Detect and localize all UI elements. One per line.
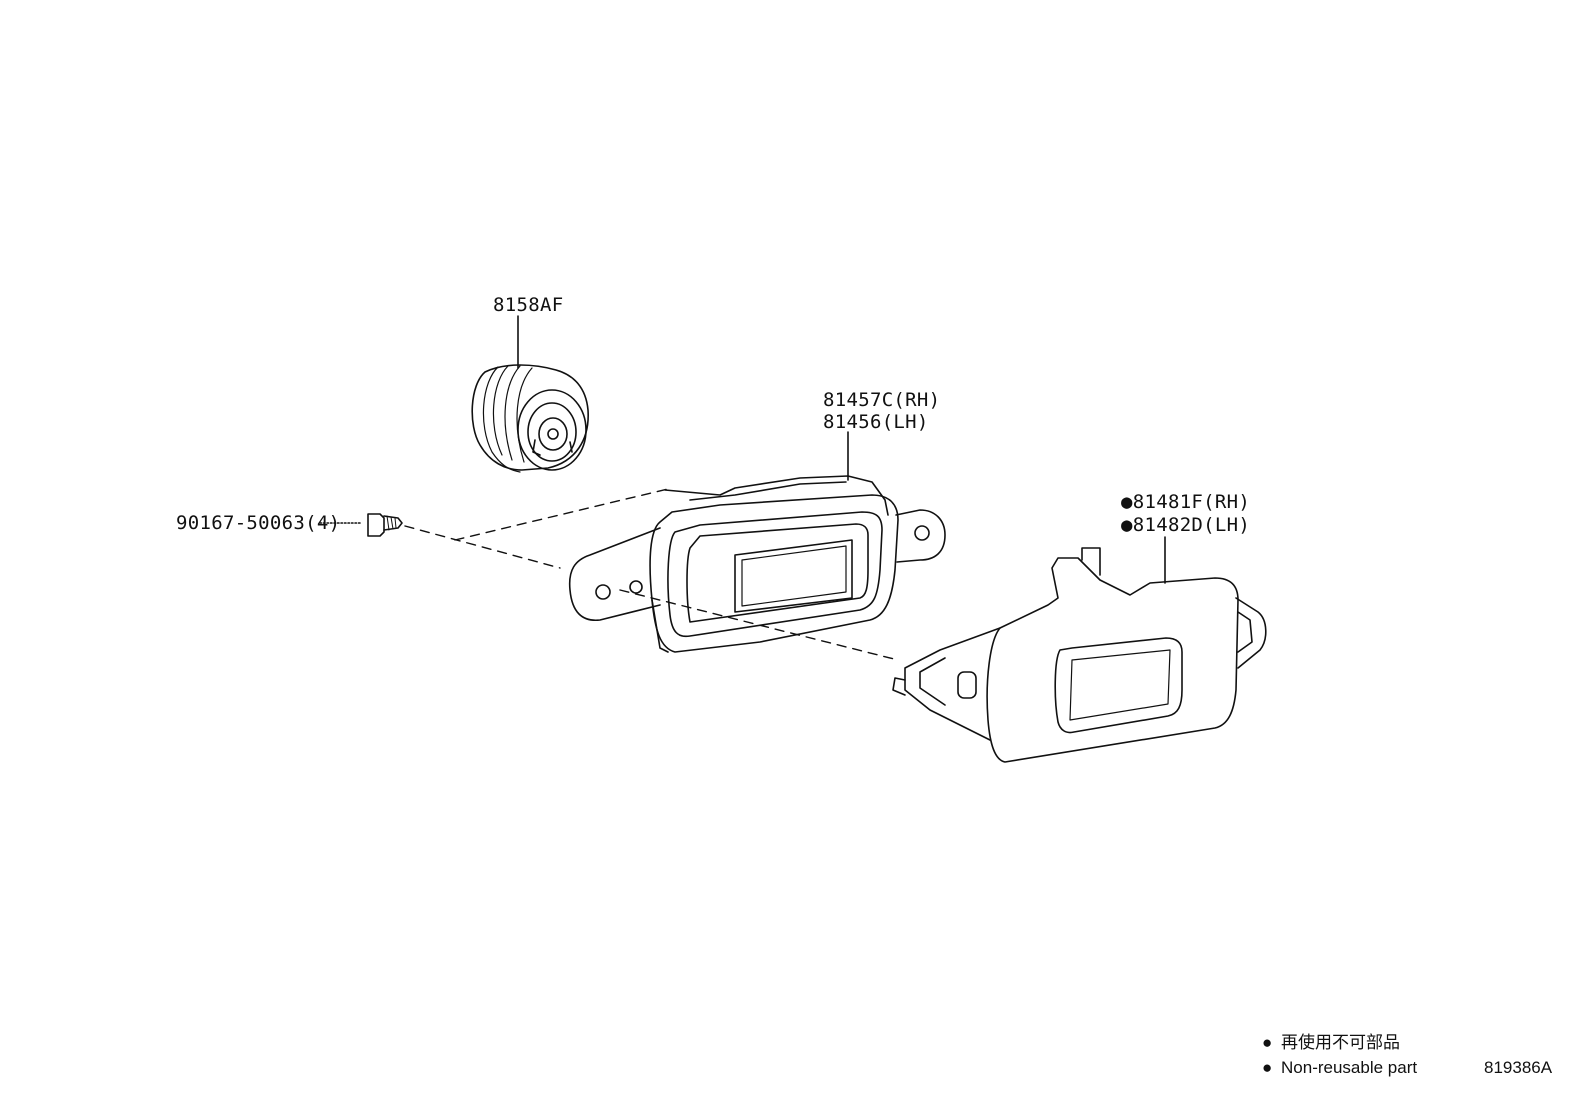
part-number-screw: 90167-50063(4) — [176, 512, 341, 534]
part-number-housing-rh: 81457C(RH) — [823, 389, 941, 411]
part-number-cover-lh: ●81482D(LH) — [1121, 514, 1251, 536]
legend-bullet-jp: ● — [1262, 1033, 1273, 1052]
assembly-guide-lines — [404, 487, 899, 661]
legend-bullet-en: ● — [1262, 1058, 1273, 1077]
part-number-housing-lh: 81456(LH) — [823, 411, 929, 433]
lamp-cover-icon — [892, 536, 1267, 763]
legend-text-jp: 再使用不可部品 — [1281, 1033, 1401, 1052]
legend-text-en: Non-reusable part — [1281, 1058, 1418, 1077]
legend-non-reusable-jp: ● 再使用不可部品 — [1262, 1032, 1400, 1054]
legend-non-reusable-en: ● Non-reusable part — [1262, 1057, 1417, 1079]
part-number-cover-rh: ●81481F(RH) — [1121, 491, 1251, 513]
screw-icon — [319, 513, 403, 537]
part-number-bulb: 8158AF — [493, 294, 564, 316]
lamp-bulb-icon — [471, 315, 589, 473]
lamp-housing-icon — [568, 431, 946, 653]
diagram-id: 819386A — [1484, 1058, 1553, 1077]
